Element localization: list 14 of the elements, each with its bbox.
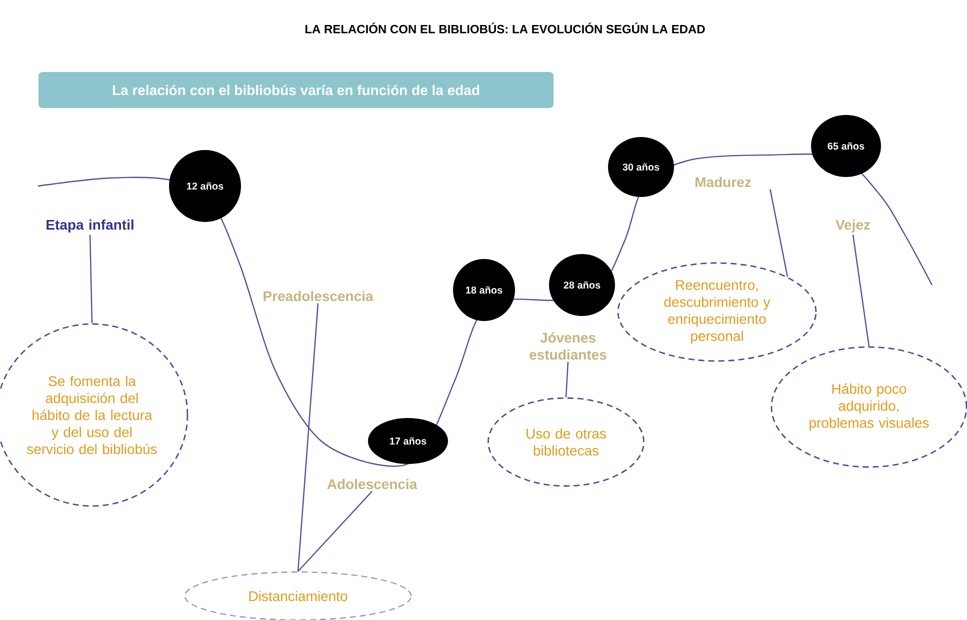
stage-label: Preadolescencia bbox=[264, 290, 374, 302]
stage-label: Etapa infantil bbox=[46, 219, 134, 233]
leader-line bbox=[89, 234, 93, 324]
stage-label: Jóvenes estudiantes bbox=[530, 332, 606, 360]
leader-line bbox=[298, 490, 372, 572]
leader-line bbox=[565, 362, 569, 398]
leader-line bbox=[297, 303, 319, 572]
leader-line bbox=[852, 234, 870, 346]
leader-line bbox=[770, 189, 788, 277]
stage-label: Vejez bbox=[836, 219, 870, 233]
stage-label: Adolescencia bbox=[327, 478, 418, 490]
stage-label: Madurez bbox=[696, 176, 751, 188]
title: LA RELACIÓN CON EL BIBLIOBÚS: LA EVOLUCIÓN SEGÚN LA EDAD bbox=[305, 22, 705, 34]
banner-box: La relación con el bibliobús varía en función de la edad bbox=[38, 72, 554, 108]
